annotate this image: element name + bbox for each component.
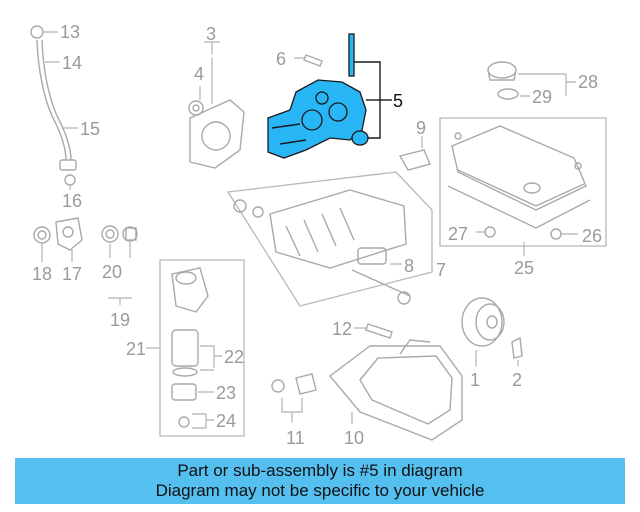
callout-14: 14 [62,53,82,73]
bolt-6 [294,54,323,67]
callout-25: 25 [514,258,534,278]
oil-filter-assembly [146,267,222,429]
callout-19: 19 [110,310,130,330]
callout-1: 1 [470,370,480,390]
callout-7: 7 [436,260,446,280]
callout-3: 3 [206,24,216,44]
banner-line-1: Part or sub-assembly is #5 in diagram [177,461,463,480]
plate-9 [398,136,431,171]
front-cover-3-4 [188,41,245,169]
bolt-12 [354,323,393,339]
callout-20: 20 [102,262,122,282]
sensor-17-18 [33,217,83,262]
parts-diagram: 13 14 15 16 18 17 20 19 3 4 6 [30,22,607,448]
banner-line-2: Diagram may not be specific to your vehi… [155,481,485,500]
oil-cap-28-29 [487,61,576,100]
dipstick-assembly [30,25,78,190]
callout-26: 26 [582,226,602,246]
callout-6: 6 [276,49,286,69]
callout-15: 15 [80,119,100,139]
callout-16: 16 [62,191,82,211]
callout-10: 10 [344,428,364,448]
valve-cover-box [439,117,607,247]
callout-13: 13 [60,22,80,42]
callout-11: 11 [286,428,305,448]
callout-17: 17 [62,264,82,284]
info-banner: Part or sub-assembly is #5 in diagram Di… [15,458,625,504]
callout-23: 23 [216,383,236,403]
sensor-11 [271,373,317,422]
callout-8: 8 [404,256,414,276]
callout-2: 2 [512,370,522,390]
callout-22: 22 [224,347,244,367]
valve-cover [447,125,591,256]
callout-5: 5 [393,91,403,111]
seal-group-19-20 [101,225,138,305]
callout-27: 27 [448,224,468,244]
callout-12: 12 [332,319,352,339]
pulley-1-2 [461,297,523,366]
intake-box [226,171,433,307]
callout-29: 29 [532,87,552,107]
timing-cover-highlighted [267,33,392,159]
callout-4: 4 [194,64,204,84]
oil-pan-10 [328,339,463,441]
callout-9: 9 [416,118,426,138]
callout-24: 24 [216,411,236,431]
intake-manifold [233,189,411,305]
callout-18: 18 [32,264,52,284]
callout-28: 28 [578,72,598,92]
callout-21: 21 [126,339,146,359]
